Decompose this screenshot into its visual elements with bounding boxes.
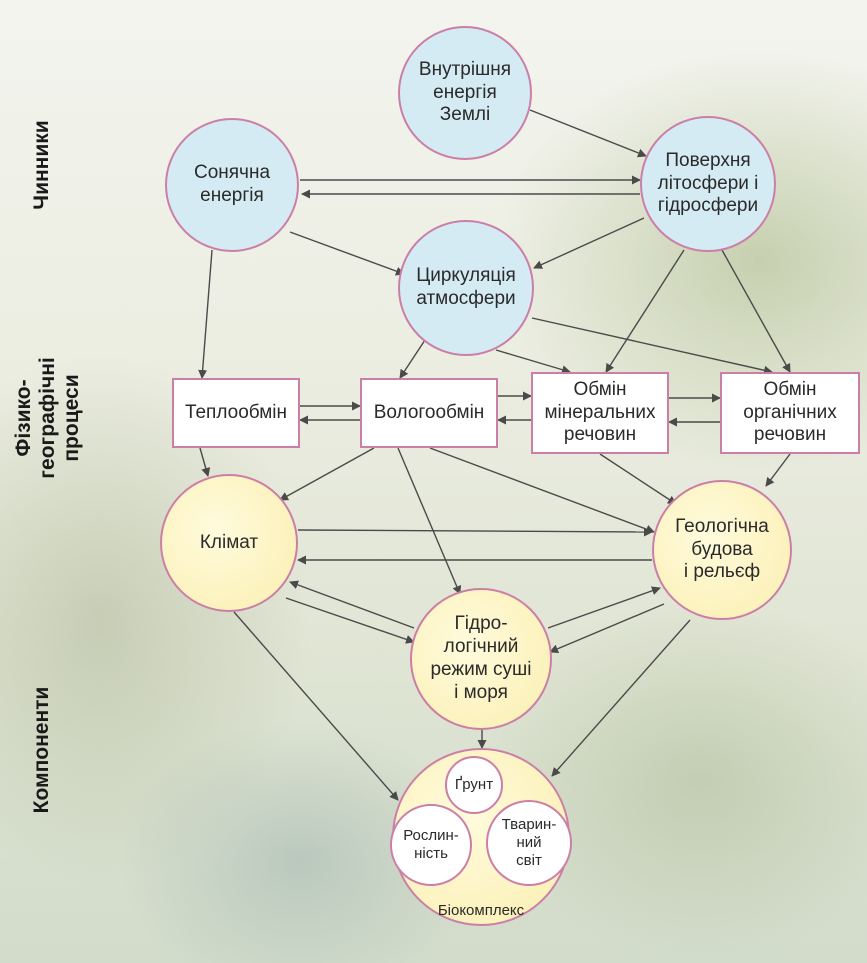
node-soil: Ґрунт [445, 756, 503, 814]
arrow-hydrology-to-climate [289, 580, 415, 629]
arrow-organic-to-geology [765, 453, 791, 487]
label-processes: Фізико- географічні процеси [12, 357, 84, 479]
label-components: Компоненти [30, 686, 53, 814]
arrow-surface-to-mineral [605, 249, 685, 373]
arrow-climate-to-hydrology [285, 597, 415, 644]
arrow-surface-to-organic [721, 249, 791, 373]
arrow-circulation-to-organic [531, 317, 773, 375]
biocomplex-label: Біокомплекс [437, 902, 525, 919]
node-geology: Геологічна будова і рельєф [652, 480, 792, 620]
arrow-geology-to-hydrology [549, 603, 665, 654]
node-surface: Поверхня літосфери і гідросфери [640, 116, 776, 252]
node-mineral-exchange: Обмін мінеральних речовин [531, 372, 669, 454]
arrow-solar-to-heat [198, 249, 213, 379]
arrow-internal-to-surface [529, 109, 647, 158]
arrow-moisture-to-climate [279, 447, 375, 501]
arrow-climate-to-biocomplex [233, 611, 399, 801]
arrow-hydrology-to-geology [547, 586, 661, 629]
node-internal-energy: Внутрішня енергія Землі [398, 26, 532, 160]
arrow-moisture-to-hydrology [397, 447, 462, 595]
node-organic-exchange: Обмін органічних речовин [720, 372, 860, 454]
node-vegetation: Рослин- ність [390, 804, 472, 886]
node-heat-exchange: Теплообмін [172, 378, 300, 448]
arrow-solar-to-circulation [289, 231, 405, 276]
arrow-circulation-to-moisture [399, 339, 426, 379]
label-factors: Чинники [30, 120, 53, 210]
node-moisture-exchange: Вологообмін [360, 378, 498, 448]
arrow-geology-to-biocomplex [551, 619, 691, 777]
node-hydrology: Гідро- логічний режим суші і моря [410, 588, 552, 730]
arrow-moisture-to-geology [429, 447, 655, 534]
arrow-surface-to-circulation [533, 217, 645, 269]
node-circulation: Циркуляція атмосфери [398, 220, 534, 356]
node-fauna: Тварин- ний світ [486, 800, 572, 886]
arrow-circulation-to-mineral [495, 349, 571, 375]
node-solar-energy: Сонячна енергія [165, 118, 299, 252]
arrow-mineral-to-geology [599, 453, 677, 505]
node-climate: Клімат [160, 474, 298, 612]
arrow-heat-to-climate [199, 447, 211, 477]
arrow-climate-to-geology [297, 527, 653, 537]
